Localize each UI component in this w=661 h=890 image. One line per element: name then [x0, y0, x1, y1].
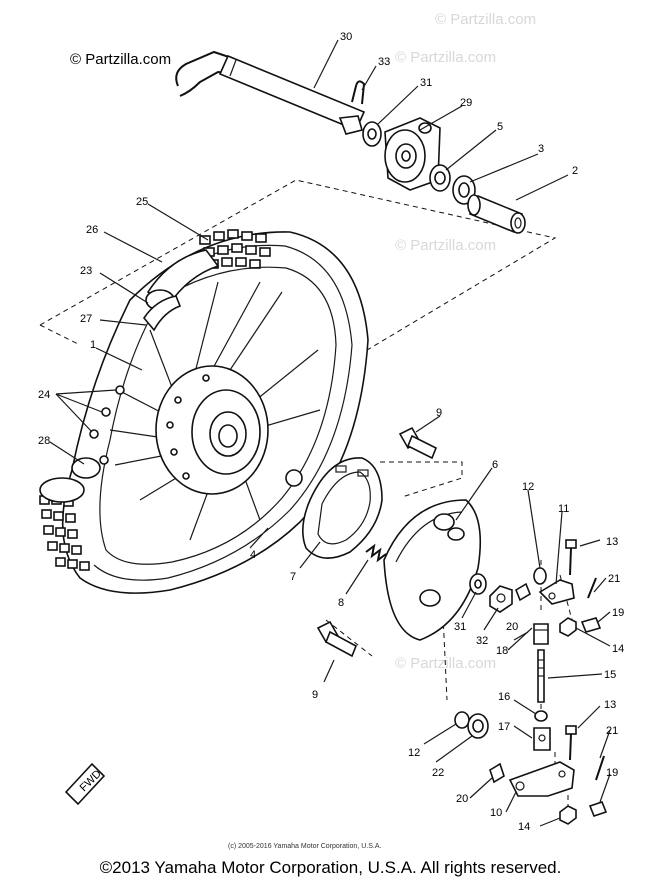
axle	[175, 50, 366, 135]
label-15: 15	[604, 669, 616, 681]
cam-shaft-top	[398, 426, 438, 460]
gear-unit	[384, 117, 441, 191]
label-27: 27	[80, 313, 92, 325]
label-22: 22	[432, 767, 444, 779]
label-24: 24	[38, 389, 50, 401]
label-25: 25	[136, 196, 148, 208]
pin-19-top	[580, 617, 602, 633]
brake-shoe-plate	[383, 499, 482, 641]
cam-shaft-bottom	[316, 620, 358, 658]
label-6: 6	[492, 459, 498, 471]
rim	[99, 266, 337, 565]
label-2: 2	[572, 165, 578, 177]
footer-copyright: ©2013 Yamaha Motor Corporation, U.S.A. A…	[99, 858, 562, 877]
label-16: 16	[498, 691, 510, 703]
label-4: 4	[250, 549, 256, 561]
label-32: 32	[476, 635, 488, 647]
label-1: 1	[90, 339, 96, 351]
label-21-lower: 21	[606, 725, 618, 737]
label-19-top: 19	[612, 607, 624, 619]
collar	[467, 194, 526, 234]
label-8: 8	[338, 597, 344, 609]
partzilla-watermark: © Partzilla.com	[70, 51, 171, 68]
clip-20-top	[515, 582, 531, 602]
spoke-nipples	[89, 385, 125, 465]
label-9-top: 9	[436, 407, 442, 419]
faint-watermark: © Partzilla.com	[435, 11, 536, 28]
label-13-lower: 13	[604, 699, 616, 711]
label-17: 17	[498, 721, 510, 733]
part-labels: 30 33 31 29 5 3 2 25 26 23 27 1 24 28 4 …	[38, 31, 624, 833]
label-5: 5	[497, 121, 503, 133]
label-14-top: 14	[612, 643, 624, 655]
label-14-lower: 14	[518, 821, 530, 833]
faint-watermark: © Partzilla.com	[395, 237, 496, 254]
label-23: 23	[80, 265, 92, 277]
faint-watermark: © Partzilla.com	[395, 49, 496, 66]
cotter-21-lower	[595, 755, 605, 781]
axle-nut	[489, 585, 513, 613]
label-31-lower: 31	[454, 621, 466, 633]
assembly-guide-lines	[39, 179, 573, 806]
label-10: 10	[490, 807, 502, 819]
leader-lines	[49, 39, 611, 827]
label-12-top: 12	[522, 481, 534, 493]
label-20-top: 20	[506, 621, 518, 633]
nut-16	[534, 710, 548, 722]
label-19-lower: 19	[606, 767, 618, 779]
cotter-21-top	[587, 577, 597, 599]
label-21-top: 21	[608, 573, 620, 585]
label-26: 26	[86, 224, 98, 236]
brake-shoes	[302, 457, 383, 559]
nut-14-top	[559, 617, 577, 637]
cam-lever	[538, 579, 575, 605]
forward-arrow-mark: FWD	[64, 762, 106, 806]
brake-spring	[365, 543, 387, 563]
label-28: 28	[38, 435, 50, 447]
label-30: 30	[340, 31, 352, 43]
brake-rod	[537, 649, 545, 703]
pin-19-lower	[588, 801, 608, 817]
joint-18	[533, 623, 549, 645]
label-29: 29	[460, 97, 472, 109]
label-11: 11	[558, 503, 569, 515]
label-13-top: 13	[606, 536, 618, 548]
label-7: 7	[290, 571, 296, 583]
label-18: 18	[496, 645, 508, 657]
washer-12-lower	[454, 711, 470, 729]
spring-cap	[285, 469, 303, 487]
lever-10	[508, 761, 575, 797]
diagram-copyright: (c) 2005-2016 Yamaha Motor Corporation, …	[228, 843, 381, 850]
label-33: 33	[378, 56, 390, 68]
bolt-13-lower	[565, 725, 577, 761]
cotter-pin	[351, 80, 366, 105]
clip-20-lower	[489, 762, 505, 784]
joint-17	[533, 727, 551, 751]
label-3: 3	[538, 143, 544, 155]
label-20-lower: 20	[456, 793, 468, 805]
label-31: 31	[420, 77, 432, 89]
tire-section	[39, 457, 101, 503]
nut-14-lower	[559, 805, 577, 825]
bearing	[429, 164, 451, 192]
rim-band	[143, 295, 182, 332]
hub	[155, 365, 269, 495]
bolt-13-top	[565, 539, 577, 576]
lever-22	[467, 713, 489, 739]
label-12-lower: 12	[408, 747, 420, 759]
washer-lower	[469, 573, 487, 595]
washer-top	[362, 121, 382, 147]
washer-12-top	[533, 567, 547, 585]
label-9-lower: 9	[312, 689, 318, 701]
